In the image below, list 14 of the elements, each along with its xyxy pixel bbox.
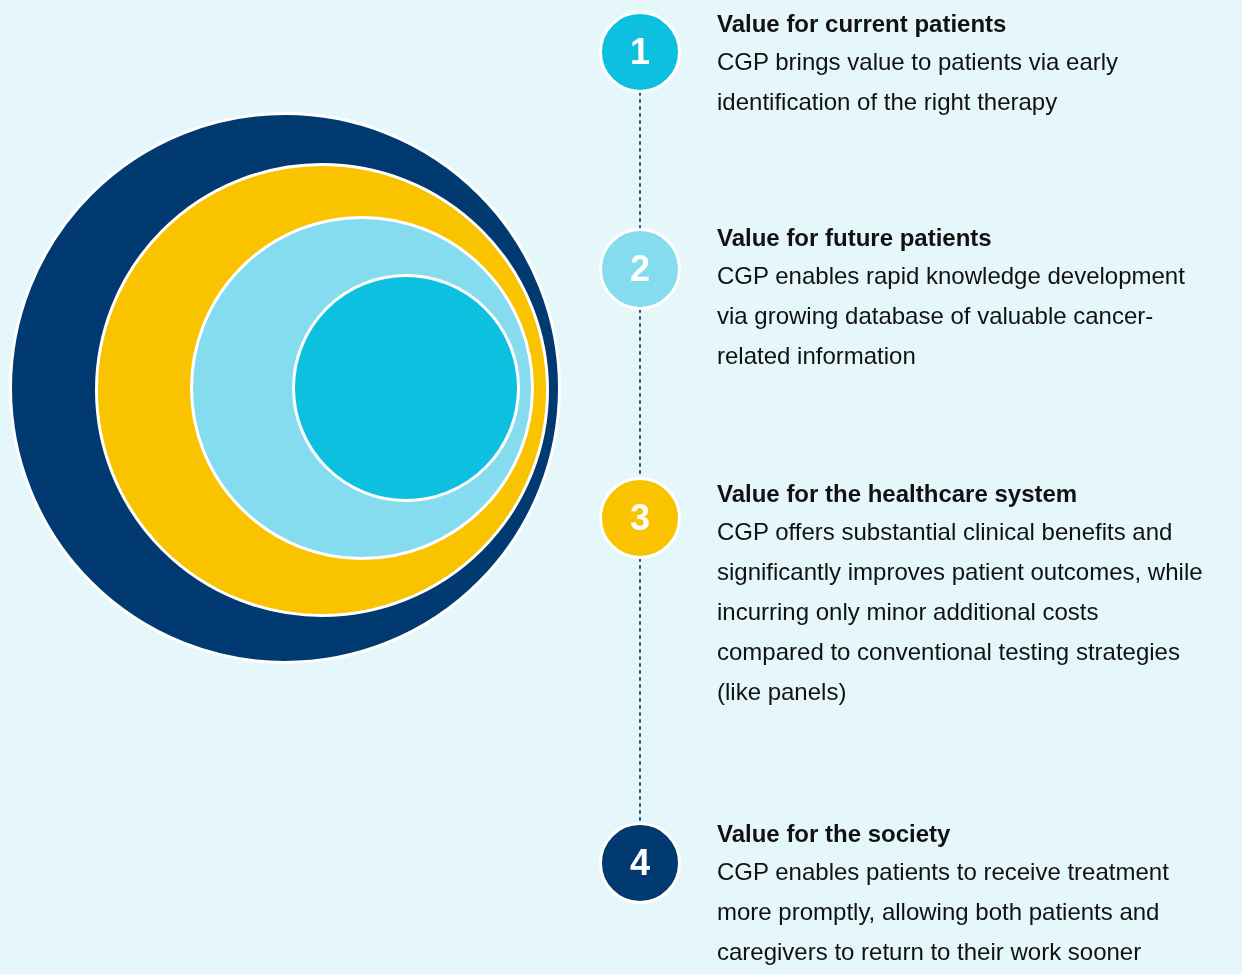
step-heading: Value for current patients — [717, 9, 1008, 39]
dotted-connector — [639, 92, 641, 229]
step-heading: Value for the society — [717, 819, 952, 849]
dotted-connector — [639, 558, 641, 823]
step-description: CGP enables patients to receive treatment more promptly, allowing both patients and caregivers to return to their work sooner — [717, 857, 1170, 967]
step-number: 1 — [630, 34, 650, 70]
step-heading: Value for future patients — [717, 223, 993, 253]
step-number: 2 — [630, 251, 650, 287]
step-number: 3 — [630, 500, 650, 536]
step-description: CGP enables rapid knowledge development via growing database of valuable cancer-related information — [717, 261, 1186, 371]
step-description: CGP brings value to patients via early identification of the right therapy — [717, 47, 1120, 117]
step-heading: Value for the healthcare system — [717, 479, 1079, 509]
step-number: 4 — [630, 845, 650, 881]
step-description: CGP offers substantial clinical benefits and significantly improves patient outcomes, while incurring only minor additional costs compared to conventional testing strategies (like panels) — [717, 517, 1204, 707]
